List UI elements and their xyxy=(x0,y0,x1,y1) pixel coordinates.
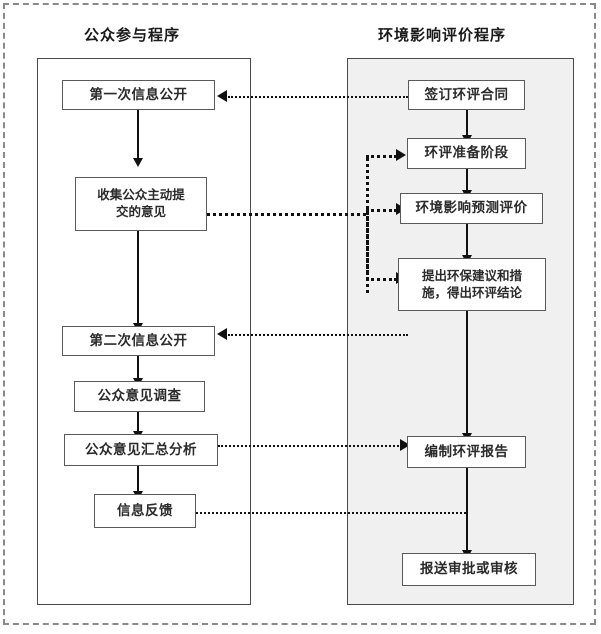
connector-branch-to-e2-arrow xyxy=(396,149,406,161)
node-public-opinion-survey[interactable]: 公众意见调查 xyxy=(74,381,205,412)
node-p2-line1: 收集公众主动提 xyxy=(97,187,185,203)
lane-header-eia: 环境影响评价程序 xyxy=(378,26,507,44)
connector-branch-to-e4-line xyxy=(366,278,397,281)
node-information-feedback[interactable]: 信息反馈 xyxy=(94,494,196,528)
connector-p5-to-e5-line xyxy=(218,445,403,447)
connector-branch-to-e2-line xyxy=(366,155,397,158)
connector-e4-e5-line xyxy=(466,311,468,436)
node-public-opinion-analysis[interactable]: 公众意见汇总分析 xyxy=(64,434,218,466)
node-e4-line1: 提出环保建议和措 xyxy=(421,267,522,283)
node-collect-public-opinions[interactable]: 收集公众主动提 交的意见 xyxy=(75,177,207,231)
node-e4-line2: 施，得出环评结论 xyxy=(421,284,522,300)
node-second-information-disclosure[interactable]: 第二次信息公开 xyxy=(62,326,215,356)
node-submit-for-approval[interactable]: 报送审批或审核 xyxy=(402,553,536,586)
connector-e3-e4-line xyxy=(466,224,468,258)
connector-branch-to-e3-line xyxy=(366,209,397,212)
connector-p2-trunk-line xyxy=(207,213,366,216)
node-environmental-impact-prediction[interactable]: 环境影响预测评价 xyxy=(400,193,543,224)
connector-e2-e3-line xyxy=(466,169,468,193)
node-first-information-disclosure[interactable]: 第一次信息公开 xyxy=(62,80,215,110)
connector-p5-to-e5-arrow xyxy=(400,439,410,451)
connector-e1-to-p1-line xyxy=(228,96,408,98)
connector-e1-e2-line xyxy=(466,110,468,138)
node-p2-line2: 交的意见 xyxy=(115,204,166,219)
connector-e5-e6-line xyxy=(466,468,468,553)
node-propose-measures-conclusion[interactable]: 提出环保建议和措 施，得出环评结论 xyxy=(398,258,546,311)
connector-e5-to-p6-line xyxy=(196,512,466,514)
node-sign-eia-contract[interactable]: 签订环评合同 xyxy=(408,80,525,110)
connector-p4-p5-line xyxy=(137,412,139,434)
connector-branch-vertical-lower xyxy=(366,209,369,281)
lane-header-public: 公众参与程序 xyxy=(84,26,181,44)
connector-p1-p2-arrow xyxy=(133,158,143,167)
node-eia-preparation-stage[interactable]: 环评准备阶段 xyxy=(407,138,526,169)
connector-e4-to-p3-line xyxy=(228,334,408,336)
connector-p1-p2-line xyxy=(137,110,139,160)
connector-p5-p6-line xyxy=(137,466,139,494)
connector-p2-p3-line xyxy=(137,231,139,326)
node-compile-eia-report[interactable]: 编制环评报告 xyxy=(407,436,526,468)
connector-p3-p4-line xyxy=(137,356,139,381)
connector-e4-to-p3-arrow xyxy=(217,328,227,340)
connector-e1-to-p1-arrow xyxy=(217,90,227,102)
